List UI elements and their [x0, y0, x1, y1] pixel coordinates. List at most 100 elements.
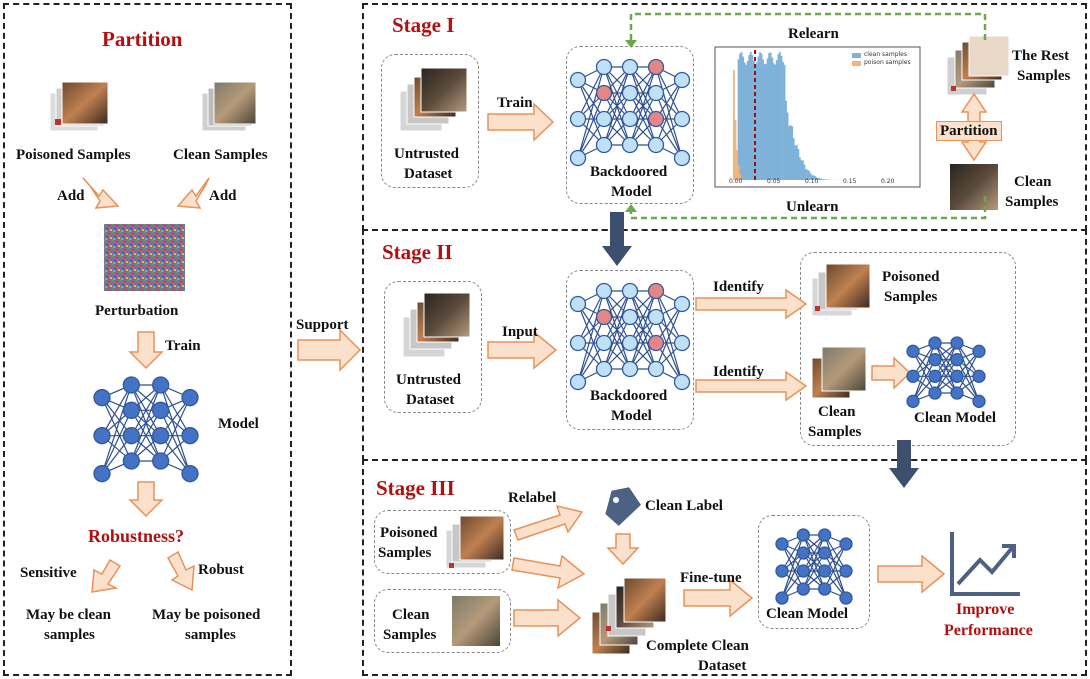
partition-title: Partition — [102, 27, 183, 51]
s3-clean-box — [374, 589, 511, 653]
s3-poisoned-1: Poisoned — [380, 525, 438, 541]
may-poisoned-label-2: samples — [185, 627, 236, 643]
improve-label-1: Improve — [956, 601, 1015, 618]
network-node — [647, 308, 665, 326]
network-node — [595, 360, 613, 378]
s1-untrusted-2: Dataset — [404, 166, 453, 182]
finetune-label: Fine-tune — [680, 570, 742, 586]
hist-clean-bar — [737, 59, 740, 180]
s3-cleanmodel-box — [758, 515, 870, 629]
hist-clean-bar — [759, 52, 761, 180]
network-node — [818, 546, 832, 560]
hist-tick-1: 0.05 — [767, 178, 781, 185]
s2-clean-image — [811, 346, 867, 399]
s2-dataset-box — [384, 281, 482, 413]
s3-clean-1: Clean — [392, 607, 430, 623]
hist-tick-3: 0.15 — [843, 178, 857, 185]
hist-clean-bar — [745, 64, 748, 180]
network-node — [122, 401, 140, 419]
s1-train-label: Train — [497, 95, 533, 111]
relabel-label: Relabel — [508, 490, 557, 506]
hist-clean-bar — [752, 61, 755, 181]
hist-tick-4: 0.20 — [881, 178, 895, 185]
partition-model-network — [93, 376, 199, 483]
stage1-title: Stage I — [392, 13, 455, 37]
robustness-label: Robustness? — [88, 526, 185, 546]
network-node — [796, 564, 810, 578]
stage2-title: Stage II — [382, 240, 453, 264]
network-node — [569, 71, 587, 89]
network-node — [673, 295, 691, 313]
tag-icon — [605, 487, 641, 526]
orange-arrows — [82, 92, 988, 638]
hist-clean-bar — [818, 178, 821, 180]
network-node — [621, 308, 639, 326]
hist-clean-bar — [743, 62, 746, 180]
network-node — [950, 353, 964, 367]
stage3-panel — [362, 459, 1087, 676]
hist-clean-bar — [765, 63, 768, 181]
perturbation-noise-image — [104, 224, 185, 291]
hist-clean-bar — [798, 157, 801, 180]
perturbation-label: Perturbation — [95, 303, 179, 319]
network-node — [906, 344, 920, 358]
network-node — [972, 369, 986, 383]
s1-backdoored-network — [569, 58, 691, 167]
histogram-chart — [714, 46, 921, 188]
network-node — [928, 336, 942, 350]
network-node — [950, 369, 964, 383]
s2-dataset-image — [402, 292, 471, 358]
rest-samples-image — [946, 35, 1010, 96]
hist-clean-bar — [740, 52, 743, 180]
hist-clean-bar — [815, 177, 818, 180]
network-node — [775, 591, 789, 605]
add-left-label: Add — [57, 188, 85, 204]
robust-label: Robust — [198, 562, 244, 578]
network-node — [569, 295, 587, 313]
hist-clean-bar — [768, 52, 771, 180]
hist-clean-bar — [762, 59, 764, 180]
s2-backdoored-1: Backdoored — [590, 388, 668, 404]
hist-clean-bar — [739, 53, 741, 180]
hist-poison-bar — [739, 174, 742, 180]
clean-label-label: Clean Label — [645, 498, 723, 514]
network-node — [972, 344, 986, 358]
network-node — [621, 110, 639, 128]
network-node — [122, 452, 140, 470]
hist-clean-bar — [748, 54, 751, 180]
network-node — [928, 369, 942, 383]
s2-untrusted-2: Dataset — [406, 392, 455, 408]
network-node — [181, 427, 199, 445]
s1-untrusted-1: Untrusted — [394, 146, 460, 162]
network-node — [595, 308, 613, 326]
s1-clean-1: Clean — [1014, 174, 1052, 190]
network-node — [595, 84, 613, 102]
hist-clean-bar — [786, 112, 789, 180]
partition-panel — [3, 3, 292, 676]
network-node — [647, 282, 665, 300]
network-node — [181, 389, 199, 407]
hist-clean-bar — [766, 58, 769, 180]
poisoned-samples-image — [49, 81, 109, 132]
s2-poisoned-1: Poisoned — [882, 269, 940, 285]
complete-dataset-2: Dataset — [698, 658, 747, 674]
hist-clean-bar — [795, 144, 798, 180]
network-node — [950, 336, 964, 350]
network-node — [972, 394, 986, 408]
hist-clean-bar — [749, 52, 752, 180]
s3-poisoned-image — [445, 515, 505, 569]
s3-poisoned-box — [374, 510, 511, 574]
network-node — [673, 373, 691, 391]
hist-tick-2: 0.10 — [805, 178, 819, 185]
network-node — [673, 110, 691, 128]
hist-clean-bar — [806, 169, 809, 180]
network-node — [595, 334, 613, 352]
network-node — [621, 360, 639, 378]
network-node — [839, 537, 853, 551]
hist-clean-bar — [783, 64, 786, 180]
network-node — [122, 427, 140, 445]
s3-clean-network — [775, 528, 853, 605]
network-node — [673, 149, 691, 167]
hist-clean-bar — [814, 176, 817, 180]
